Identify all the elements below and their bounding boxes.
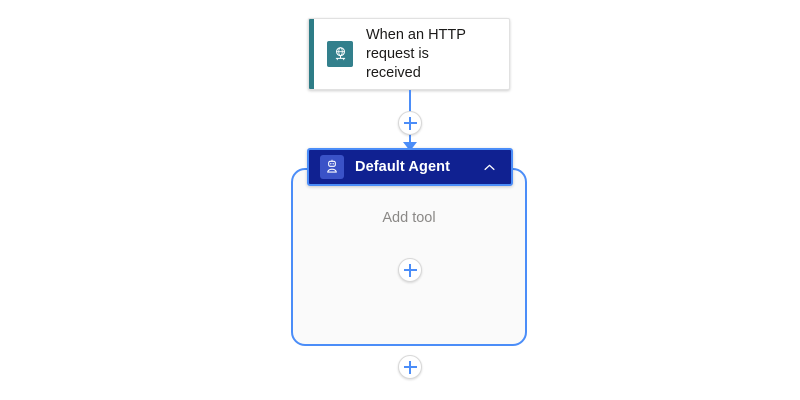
connector-line-lower <box>409 134 411 148</box>
trigger-accent-bar <box>309 19 314 89</box>
robot-agent-icon <box>320 155 344 179</box>
plus-icon-vertical <box>409 360 411 374</box>
trigger-title-line-2: request is received <box>366 45 429 81</box>
add-tool-button[interactable] <box>398 258 422 282</box>
chevron-up-icon[interactable] <box>481 159 497 175</box>
add-step-button-bottom[interactable] <box>398 355 422 379</box>
plus-icon-vertical <box>409 263 411 277</box>
connector-arrowhead <box>403 142 417 151</box>
add-tool-label: Add tool <box>382 210 436 226</box>
add-step-button-top[interactable] <box>398 111 422 135</box>
trigger-card-title: When an HTTP request is received <box>366 26 484 83</box>
trigger-card-http-request[interactable]: When an HTTP request is received <box>308 18 510 90</box>
trigger-title-line-1: When an HTTP <box>366 26 466 43</box>
agent-header-default-agent[interactable]: Default Agent <box>311 152 509 182</box>
agent-header-selection-ring: Default Agent <box>307 148 513 186</box>
connector-line-upper <box>409 90 411 112</box>
http-globe-icon <box>327 41 353 67</box>
agent-group-container <box>291 168 527 346</box>
agent-title: Default Agent <box>355 159 451 175</box>
plus-icon-vertical <box>409 116 411 130</box>
